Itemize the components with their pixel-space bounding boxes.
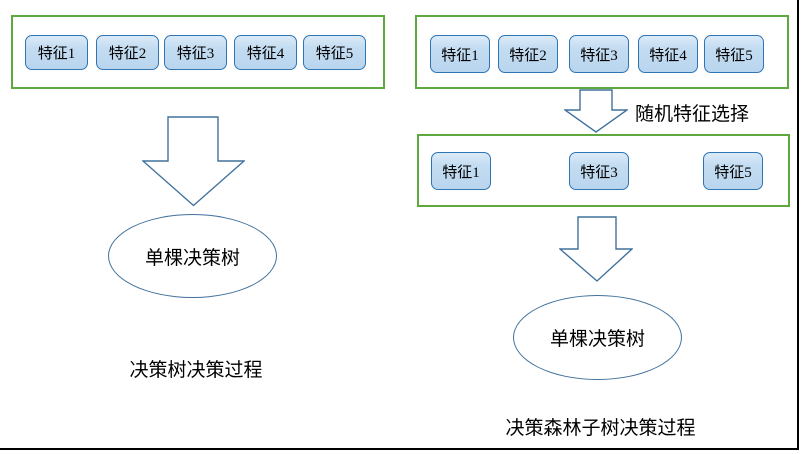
feature-box: 特征1 <box>431 152 491 190</box>
caption-decision-tree-process: 决策树决策过程 <box>129 360 263 381</box>
random-feature-selection-label: 随机特征选择 <box>635 104 750 125</box>
feature-box: 特征1 <box>25 35 88 70</box>
caption-forest-subtree-process: 决策森林子树决策过程 <box>505 418 696 439</box>
page-edge-right <box>797 0 799 450</box>
feature-set-selected-right: 特征1 特征3 特征5 <box>417 134 790 207</box>
node-label: 单棵决策树 <box>549 329 645 350</box>
feature-box: 特征5 <box>303 35 366 70</box>
feature-box: 特征1 <box>430 35 490 73</box>
feature-box: 特征3 <box>569 35 629 73</box>
feature-set-full-right: 特征1 特征2 特征3 特征4 特征5 <box>415 15 789 89</box>
feature-box: 特征5 <box>703 152 763 190</box>
down-arrow-icon <box>559 216 633 282</box>
feature-box: 特征2 <box>498 35 558 73</box>
node-label: 单棵决策树 <box>144 247 240 269</box>
down-arrow-icon <box>564 89 628 133</box>
feature-box: 特征3 <box>164 35 227 70</box>
feature-box: 特征4 <box>638 35 698 73</box>
feature-set-full-left: 特征1 特征2 特征3 特征4 特征5 <box>11 15 385 89</box>
feature-box: 特征2 <box>96 35 159 70</box>
feature-box: 特征5 <box>704 35 764 73</box>
down-arrow-icon <box>142 116 245 207</box>
page-edge-bottom <box>0 448 799 450</box>
feature-box: 特征3 <box>569 152 629 190</box>
feature-box: 特征4 <box>234 35 297 70</box>
single-decision-tree-node-left: 单棵决策树 <box>108 214 277 298</box>
single-decision-tree-node-right: 单棵决策树 <box>513 295 682 380</box>
